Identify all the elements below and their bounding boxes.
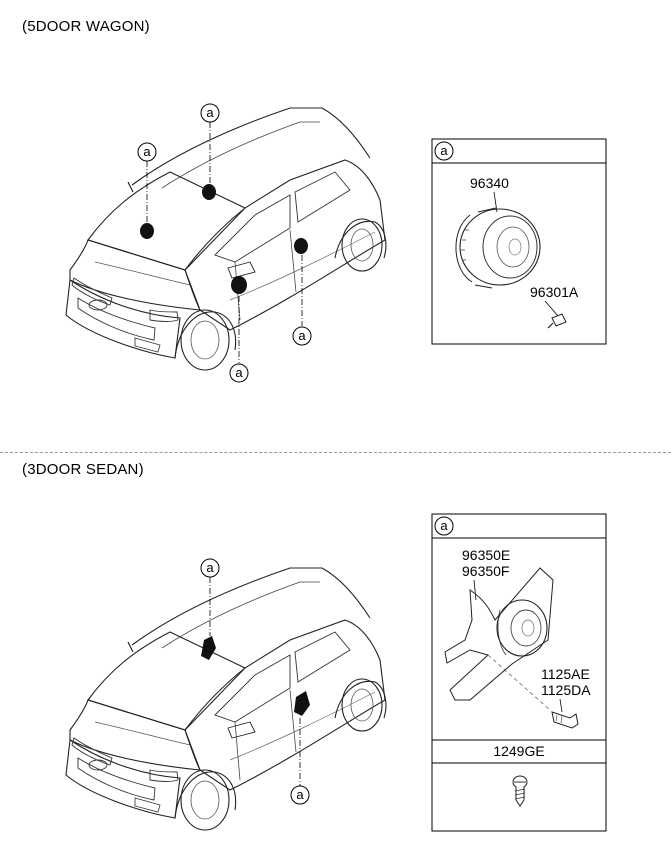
section-divider [0, 452, 671, 453]
callout-label: a [298, 328, 306, 343]
part-number-1249GE: 1249GE [493, 743, 544, 759]
speaker-location-center [202, 184, 216, 200]
part-number-96350E: 96350E [462, 547, 510, 563]
part-number-96301A: 96301A [530, 284, 579, 300]
speaker-96340-drawing [455, 207, 541, 289]
sedan-detail-box: a 96350E 96350F 1125AE 1125DA 1249GE [431, 513, 607, 832]
callout-label: a [206, 105, 214, 120]
screw-96301A-drawing [547, 313, 567, 329]
part-number-1125AE: 1125AE [541, 666, 590, 682]
callout-label: a [143, 144, 151, 159]
speaker-location-rear-door [294, 238, 308, 254]
section-title-sedan: (3DOOR SEDAN) [22, 461, 144, 478]
speaker-location-dash [140, 223, 154, 239]
wagon-car-illustration [65, 107, 387, 371]
part-number-96350F: 96350F [462, 563, 509, 579]
section-title-wagon: (5DOOR WAGON) [22, 18, 150, 35]
part-number-1125DA: 1125DA [541, 682, 591, 698]
callout-label: a [206, 560, 214, 575]
sedan-speaker-locations [201, 636, 310, 716]
sedan-car-illustration [65, 567, 387, 831]
bolt-1125-drawing [551, 711, 579, 729]
screw-1249GE-drawing [512, 775, 528, 807]
speaker-location-front-door [231, 276, 247, 294]
detail-callout-label: a [440, 518, 448, 533]
wagon-callout-markers: a a a a [137, 103, 312, 383]
part-number-96340: 96340 [470, 175, 509, 191]
callout-label: a [296, 787, 304, 802]
wagon-detail-box: a 96340 96301A [431, 138, 607, 345]
sedan-callout-markers: a a [200, 558, 310, 805]
detail-callout-label: a [440, 143, 448, 158]
callout-label: a [235, 365, 243, 380]
speaker-bracket-drawing [444, 567, 554, 711]
